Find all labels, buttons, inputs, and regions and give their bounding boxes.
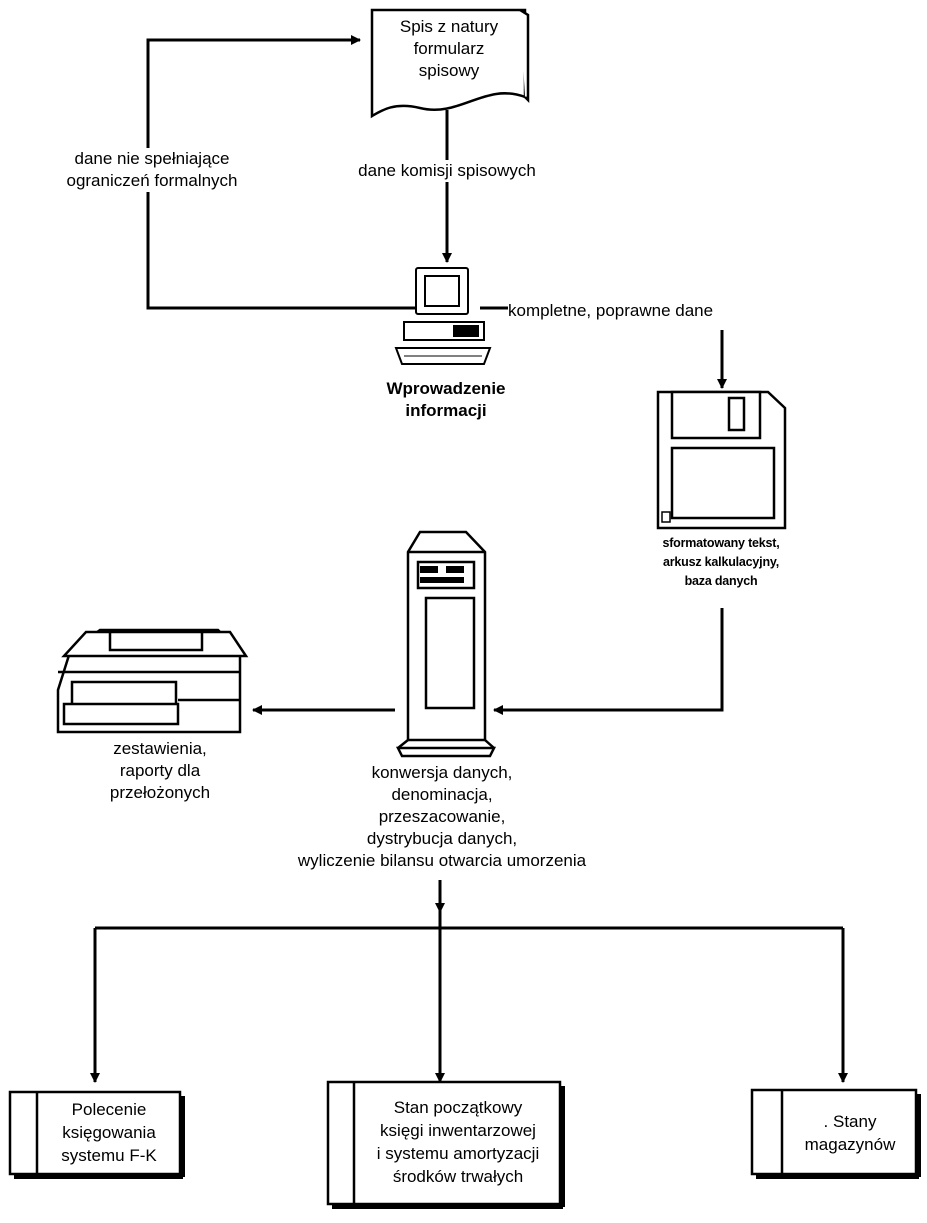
feedback-label: dane nie spełniające ograniczeń formalny… (52, 148, 252, 192)
floppy-label: sformatowany tekst, arkusz kalkulacyjny,… (662, 536, 780, 588)
to-floppy-label: kompletne, poprawne dane (508, 300, 768, 322)
computer-label: Wprowadzenie informacji (386, 379, 506, 420)
output-3-label: . Stany magazynów (804, 1112, 896, 1154)
document-icon (370, 8, 530, 119)
printer-icon (56, 628, 249, 734)
tower-server-icon (395, 530, 497, 758)
to-computer-label: dane komisji spisowych (332, 160, 562, 182)
output-boxes (8, 1080, 921, 1209)
floppy-to-server-arrow (493, 608, 724, 715)
floppy-disk-icon (656, 390, 787, 530)
document-label: Spis z natury formularz spisowy (399, 17, 499, 80)
output-box-1 (8, 1090, 185, 1179)
output-box-2 (326, 1080, 565, 1209)
printer-label: zestawienia, raporty dla przełożonych (109, 739, 211, 802)
server-label: konwersja danych, denominacja, przeszaco… (297, 763, 587, 870)
output-box-3 (750, 1088, 921, 1179)
output-1-label: Polecenie księgowania systemu F-K (61, 1100, 157, 1165)
output-2-label: Stan początkowy księgi inwentarzowej i s… (376, 1098, 540, 1186)
desktop-computer-icon (394, 267, 492, 365)
